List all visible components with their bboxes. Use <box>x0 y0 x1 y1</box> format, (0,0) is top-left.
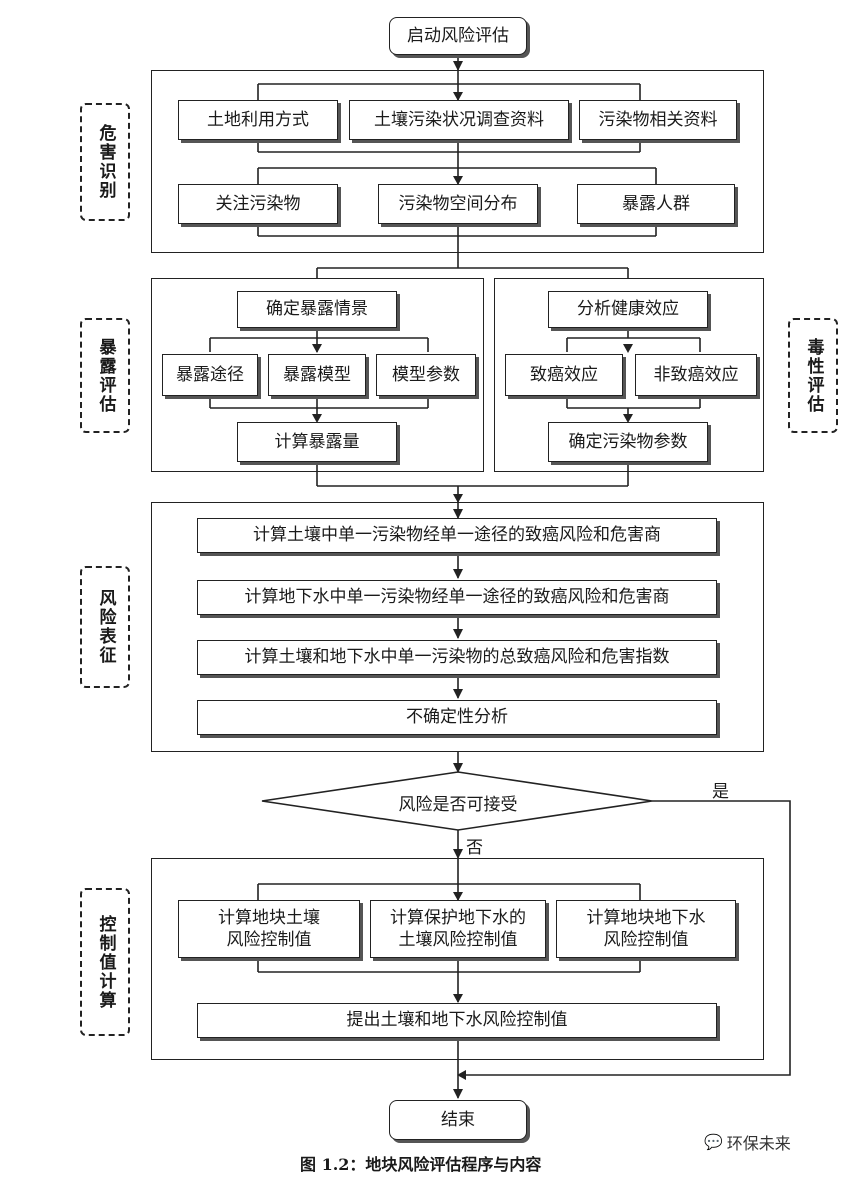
hazard-frame <box>151 70 764 253</box>
arrow-head-row2 <box>453 176 463 185</box>
end-label: 结束 <box>441 1109 475 1130</box>
risk-side-label: 风险表征 <box>80 566 130 688</box>
connector-yes <box>464 800 791 1076</box>
toxicity-item-noncarcinogenic: 非致癌效应 <box>635 354 757 396</box>
toxicity-frame <box>494 278 764 472</box>
decision-yes-label: 是 <box>712 782 729 802</box>
figure-caption: 图 1.2：地块风险评估程序与内容 <box>300 1155 542 1174</box>
hazard-item-pollutant-data: 污染物相关资料 <box>579 100 737 140</box>
toxicity-analysis: 分析健康效应 <box>548 291 708 328</box>
start-node: 启动风险评估 <box>389 17 527 55</box>
exposure-frame <box>151 278 484 472</box>
connector-assess-risk <box>316 462 629 502</box>
wechat-icon: 💬 <box>704 1133 723 1151</box>
arrow-head-toxicity-result <box>623 414 633 423</box>
watermark: 💬 环保未来 <box>704 1133 791 1153</box>
arrow-head-risk-frame <box>453 494 463 503</box>
toxicity-result: 确定污染物参数 <box>548 422 708 462</box>
risk-frame <box>151 502 764 752</box>
risk-step-uncertainty: 不确定性分析 <box>197 700 717 735</box>
risk-step-groundwater: 计算地下水中单一污染物经单一途径的致癌风险和危害商 <box>197 580 717 615</box>
control-frame <box>151 858 764 1060</box>
toxicity-side-label: 毒性评估 <box>788 318 838 433</box>
toxicity-item-carcinogenic: 致癌效应 <box>505 354 623 396</box>
exposure-item-model: 暴露模型 <box>268 354 366 396</box>
control-item-groundwater: 计算地块地下水 风险控制值 <box>556 900 736 958</box>
connector-toxicity <box>566 328 701 420</box>
arrow-head-control-result <box>453 994 463 1003</box>
hazard-item-soil-survey: 土壤污染状况调查资料 <box>349 100 569 140</box>
exposure-result: 计算暴露量 <box>237 422 397 462</box>
risk-step-soil: 计算土壤中单一污染物经单一途径的致癌风险和危害商 <box>197 518 717 553</box>
decision-no-label: 否 <box>466 838 483 858</box>
arrow-head-control-items <box>453 892 463 901</box>
start-label: 启动风险评估 <box>407 25 509 46</box>
hazard-side-label: 危害识别 <box>80 103 130 221</box>
control-item-soil: 计算地块土壤 风险控制值 <box>178 900 360 958</box>
arrow-head-toxicity-items <box>623 344 633 353</box>
hazard-item-exposed-population: 暴露人群 <box>577 184 735 224</box>
risk-step-total: 计算土壤和地下水中单一污染物的总致癌风险和危害指数 <box>197 640 717 675</box>
arrow-head-row1 <box>453 92 463 101</box>
arrow-head-yes <box>457 1070 466 1080</box>
decision-question: 风险是否可接受 <box>398 795 518 815</box>
exposure-item-params: 模型参数 <box>376 354 476 396</box>
end-node: 结束 <box>389 1100 527 1140</box>
control-item-soil-groundwater: 计算保护地下水的 土壤风险控制值 <box>370 900 546 958</box>
arrow-head-exposure-items <box>312 344 322 353</box>
hazard-item-land-use: 土地利用方式 <box>178 100 338 140</box>
exposure-scenario: 确定暴露情景 <box>237 291 397 328</box>
connector-hazard-row1 <box>257 70 641 100</box>
hazard-item-spatial-distribution: 污染物空间分布 <box>378 184 538 224</box>
hazard-item-concern-pollutants: 关注污染物 <box>178 184 338 224</box>
control-result: 提出土壤和地下水风险控制值 <box>197 1003 717 1038</box>
exposure-side-label: 暴露评估 <box>80 318 130 433</box>
control-side-label: 控制值计算 <box>80 888 130 1036</box>
exposure-item-route: 暴露途径 <box>162 354 258 396</box>
arrow-head-exposure-result <box>312 414 322 423</box>
